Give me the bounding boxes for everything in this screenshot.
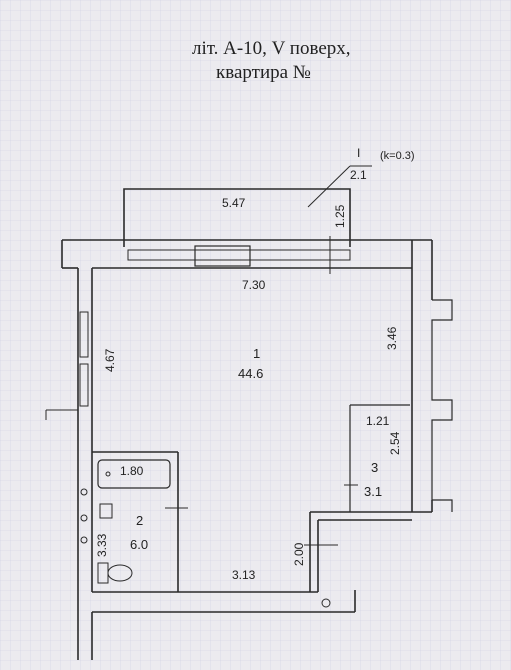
bathtub	[97, 459, 171, 489]
bathtub-drain	[105, 471, 111, 477]
dim-bottom-wall: 3.13	[232, 568, 256, 582]
riser-circle	[321, 598, 331, 608]
room-1-number: 1	[253, 346, 261, 361]
left-window-2	[79, 363, 89, 407]
dim-closet-height: 2.54	[388, 431, 402, 455]
dim-bath-height: 3.33	[95, 533, 109, 557]
top-window	[127, 249, 351, 261]
sink	[99, 503, 113, 519]
dim-entry-depth: 2.00	[292, 542, 306, 566]
balcony-depth: 1.25	[333, 204, 347, 228]
balcony-width: 5.47	[222, 196, 246, 210]
balcony-number: I	[357, 146, 361, 160]
walls	[45, 165, 453, 660]
balcony-leader-line	[307, 165, 351, 208]
left-duct-1	[80, 488, 88, 496]
left-window-1	[79, 311, 89, 358]
dim-bath-tub: 1.80	[120, 464, 144, 478]
balcony-coefficient: (k=0.3)	[380, 150, 415, 162]
left-duct-2	[80, 514, 88, 522]
dim-left-wall: 4.67	[103, 348, 117, 372]
header-line-1: літ. А-10, V поверх,	[192, 38, 351, 59]
room-3-area: 3.1	[364, 484, 383, 499]
balcony-area: 2.1	[350, 168, 367, 182]
room-3-number: 3	[371, 460, 379, 475]
toilet-bowl	[107, 564, 133, 582]
dim-closet-width: 1.21	[366, 414, 390, 428]
room-2-area: 6.0	[130, 537, 149, 552]
right-wall-piers	[431, 299, 453, 512]
top-window-pier	[194, 245, 251, 267]
dim-top-wall: 7.30	[242, 278, 266, 292]
balcony-outline	[123, 188, 351, 247]
left-duct-3	[80, 536, 88, 544]
room-2-number: 2	[136, 513, 144, 528]
room-1-area: 44.6	[238, 366, 264, 381]
header-line-2: квартира №	[216, 62, 311, 83]
dim-right-wall: 3.46	[385, 326, 399, 350]
